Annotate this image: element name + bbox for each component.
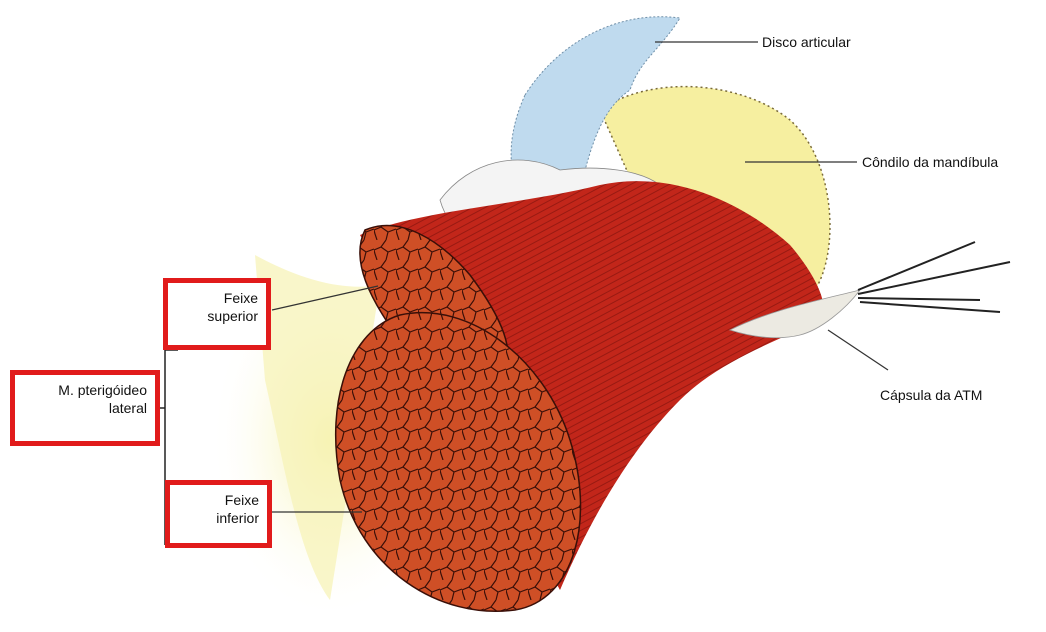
label-disco-articular: Disco articular: [762, 34, 851, 51]
label-condilo-mandibula: Côndilo da mandíbula: [862, 154, 998, 171]
feixe-superior-line-1: Feixe: [176, 289, 258, 307]
label-box-feixe-inferior: Feixe inferior: [165, 480, 272, 548]
label-box-pterigoideo-lateral: M. pterigóideo lateral: [10, 370, 160, 446]
pterigoideo-line-2: lateral: [23, 399, 147, 417]
feixe-inferior-line-2: inferior: [178, 509, 259, 527]
leader-capsula: [828, 330, 888, 370]
pterigoideo-line-1: M. pterigóideo: [23, 381, 147, 399]
ligament-lines: [858, 242, 1010, 312]
feixe-inferior-line-1: Feixe: [178, 491, 259, 509]
feixe-superior-line-2: superior: [176, 307, 258, 325]
label-box-feixe-superior: Feixe superior: [163, 278, 271, 350]
label-capsula-atm: Cápsula da ATM: [880, 387, 982, 404]
